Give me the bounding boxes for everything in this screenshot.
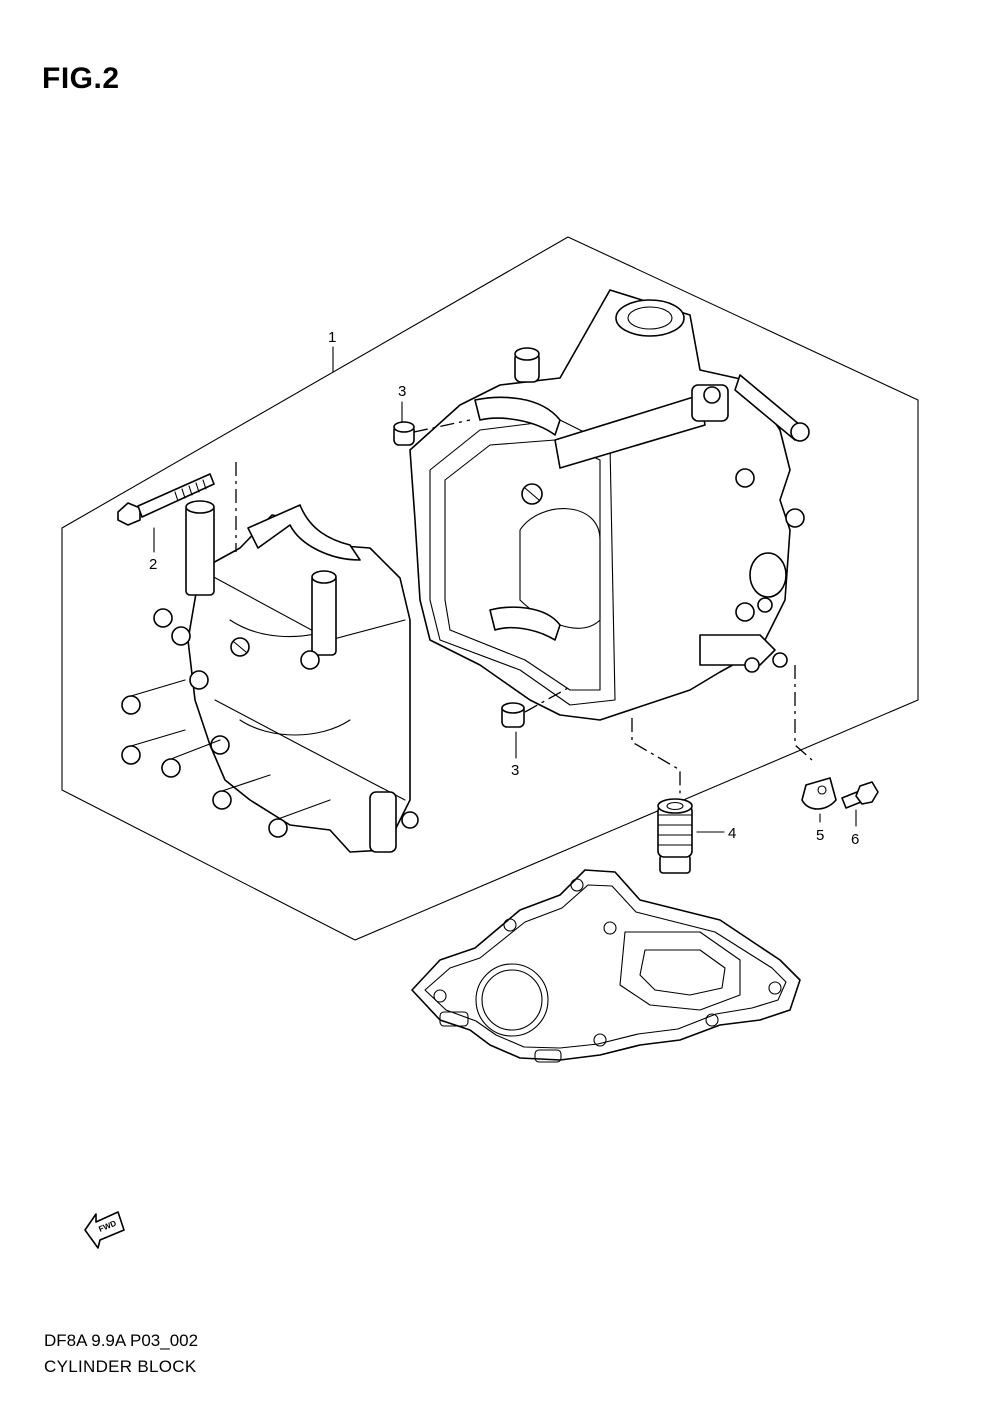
fwd-arrow-icon: FWD <box>84 1211 125 1249</box>
part-clamp <box>801 777 837 823</box>
leader-dowel-upper <box>413 419 471 433</box>
leader-plug <box>631 718 681 798</box>
assembly-boundary <box>61 236 919 941</box>
callout-3-upper: 3 <box>398 383 406 400</box>
part-gasket <box>411 869 801 1063</box>
callout-5: 5 <box>816 827 824 844</box>
callout-3-lower: 3 <box>511 762 519 779</box>
figure-title: FIG.2 <box>42 62 120 95</box>
leader-dowel-lower <box>524 687 569 713</box>
callout-4: 4 <box>728 825 736 842</box>
callout-6: 6 <box>851 831 859 848</box>
part-dowel-pin-lower <box>501 702 525 759</box>
part-plug <box>657 798 725 874</box>
cylinder-block-right <box>409 289 810 721</box>
figure-code: DF8A 9.9A P03_002 <box>44 1331 199 1350</box>
part-small-bolt <box>841 781 879 827</box>
callout-1: 1 <box>328 329 336 346</box>
part-dowel-pin-upper <box>393 401 415 446</box>
callout-2: 2 <box>149 556 157 573</box>
crankcase-half-left <box>121 500 419 853</box>
figure-name: CYLINDER BLOCK <box>44 1357 197 1376</box>
part-bolt <box>117 473 215 553</box>
